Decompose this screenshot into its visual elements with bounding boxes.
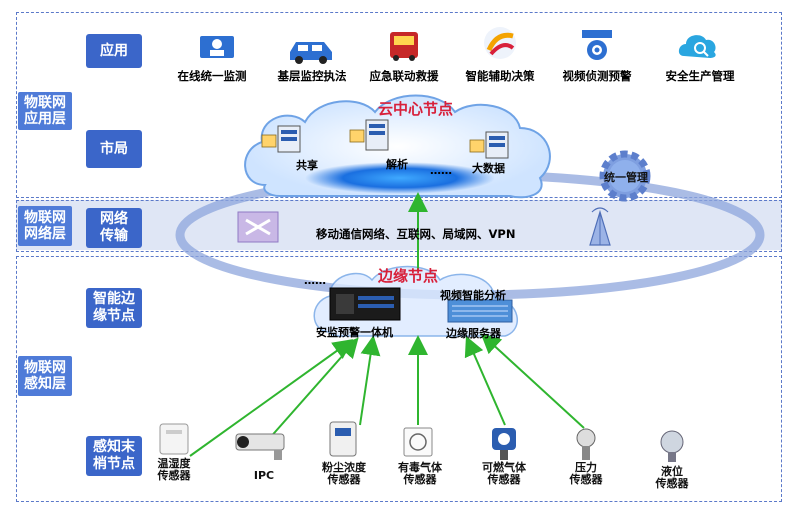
monitor-person-icon bbox=[200, 36, 234, 58]
sensor-humidity-label: 温湿度 传感器 bbox=[157, 457, 191, 482]
cloud-server-0-label: 共享 bbox=[296, 159, 318, 172]
cloud-title: 云中心节点 bbox=[378, 100, 454, 118]
perception-layer-box bbox=[16, 256, 782, 502]
dust-sensor-icon bbox=[329, 421, 357, 457]
arrow-humidity bbox=[189, 339, 354, 457]
tier-city: 市局 bbox=[86, 130, 142, 168]
sensor-level: 液位 传感器 bbox=[634, 466, 710, 490]
gear-icon bbox=[599, 150, 651, 202]
arrow-dust bbox=[359, 335, 381, 426]
sensor-humidity: 温湿度 传感器 bbox=[136, 458, 212, 482]
edge-title: 边缘节点 bbox=[378, 267, 439, 285]
sensor-toxic: 有毒气体 传感器 bbox=[382, 462, 458, 486]
app-label-4: 视频侦测预警 bbox=[562, 69, 632, 83]
sensor-ipc-label: IPC bbox=[253, 469, 275, 482]
network-layer-box bbox=[16, 200, 782, 252]
server-parse-icon bbox=[349, 119, 389, 151]
network-layer-bg bbox=[16, 200, 782, 250]
cloud-server-1-label: 解析 bbox=[386, 158, 408, 171]
sensor-ipc: IPC bbox=[226, 470, 302, 482]
toxic-gas-sensor-icon bbox=[403, 427, 433, 457]
network-switch-icon bbox=[237, 211, 279, 243]
app-label-5: 安全生产管理 bbox=[665, 69, 735, 83]
arrow-ipc bbox=[267, 337, 359, 441]
sensor-combustible-label: 可燃气体 传感器 bbox=[482, 461, 526, 486]
edge-server-label: 边缘服务器 bbox=[446, 327, 501, 340]
tier-terminal: 感知末 梢节点 bbox=[86, 436, 142, 476]
fire-truck-icon bbox=[390, 32, 418, 61]
gear-label: 统一管理 bbox=[604, 171, 648, 184]
cloud-server-2-label: 大数据 bbox=[472, 162, 505, 175]
arrow-pressure bbox=[480, 333, 585, 429]
sensor-dust-label: 粉尘浓度 传感器 bbox=[322, 461, 366, 486]
tier-edge: 智能边 缘节点 bbox=[86, 288, 142, 328]
sensor-toxic-label: 有毒气体 传感器 bbox=[398, 461, 442, 486]
signal-tower-icon bbox=[589, 207, 611, 246]
sensor-level-label: 液位 传感器 bbox=[655, 465, 689, 490]
pressure-sensor-icon bbox=[576, 428, 596, 460]
sensor-pressure-label: 压力 传感器 bbox=[569, 461, 603, 486]
cloud-blue-light bbox=[305, 162, 495, 194]
humidity-sensor-icon bbox=[159, 423, 189, 455]
tier-app: 应用 bbox=[86, 34, 142, 68]
cloud-ellipsis: …… bbox=[430, 164, 452, 177]
server-bigdata-icon bbox=[469, 131, 509, 159]
app-label-3: 智能辅助决策 bbox=[465, 69, 535, 83]
camera-icon bbox=[582, 30, 612, 60]
combustible-gas-sensor-icon bbox=[492, 428, 516, 460]
network-layer-label: 物联网 网络层 bbox=[18, 206, 72, 246]
level-sensor-icon bbox=[660, 430, 684, 462]
sensor-pressure: 压力 传感器 bbox=[548, 462, 624, 486]
video-analysis-label: 视频智能分析 bbox=[440, 289, 506, 302]
edge-server-icon bbox=[447, 299, 513, 323]
ipc-camera-icon bbox=[235, 433, 285, 460]
app-label-0: 在线统一监测 bbox=[177, 69, 247, 83]
edge-device-icon bbox=[329, 287, 401, 321]
tier-transport: 网络 传输 bbox=[86, 208, 142, 248]
edge-ellipsis: …… bbox=[304, 274, 326, 287]
decision-swirl-icon bbox=[484, 27, 516, 59]
perception-layer-label: 物联网 感知层 bbox=[18, 356, 72, 396]
arrow-combustible bbox=[464, 335, 506, 426]
app-label-2: 应急联动救援 bbox=[369, 69, 439, 83]
sensor-dust: 粉尘浓度 传感器 bbox=[306, 462, 382, 486]
server-shared-icon bbox=[261, 125, 301, 153]
app-label-1: 基层监控执法 bbox=[277, 69, 347, 83]
network-text: 移动通信网络、互联网、局域网、VPN bbox=[316, 227, 516, 241]
application-layer-label: 物联网 应用层 bbox=[18, 92, 72, 130]
police-car-icon bbox=[290, 42, 332, 64]
application-layer-box bbox=[16, 12, 782, 198]
sensor-combustible: 可燃气体 传感器 bbox=[466, 462, 542, 486]
edge-device-label: 安监预警一体机 bbox=[316, 326, 393, 339]
cloud-search-icon bbox=[678, 35, 716, 58]
